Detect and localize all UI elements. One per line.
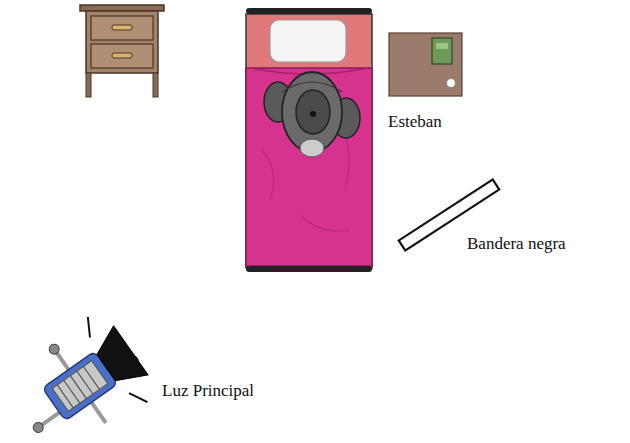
nightstand xyxy=(80,5,164,97)
person-label: Esteban xyxy=(388,112,442,132)
flag-label: Bandera negra xyxy=(467,234,566,254)
bed xyxy=(246,8,372,272)
side-table xyxy=(389,33,462,96)
main-light xyxy=(0,307,161,443)
light-label: Luz Principal xyxy=(162,381,254,401)
person-top-view xyxy=(264,72,360,157)
